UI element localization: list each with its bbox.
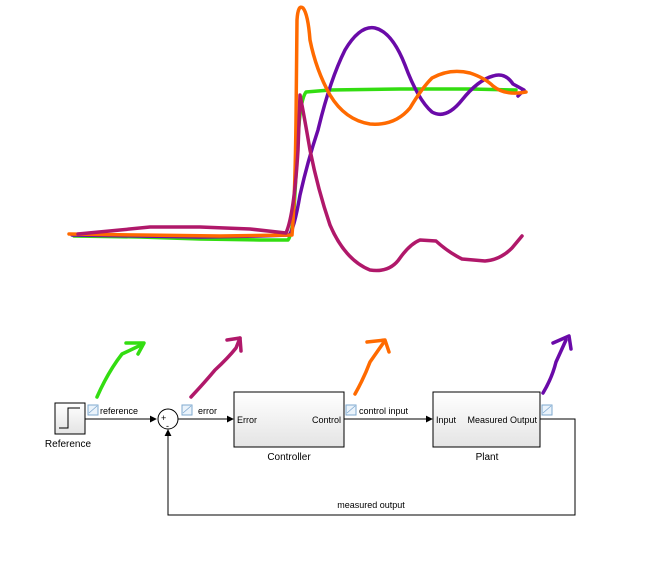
control-input-log-glyph [346,405,356,414]
measured-output-curve [70,25,526,239]
error-curve [76,93,524,273]
measured-output-signal-line[interactable] [164,418,576,516]
reference-block[interactable] [54,402,86,435]
control-input-curve [67,5,528,238]
measured-output-log-glyph [542,405,552,414]
reference-log-glyph [88,405,98,414]
measured-output-signal-label: measured output [337,500,405,510]
reference-block-label: Reference [45,439,92,450]
sum-minus-sign: - [166,421,169,431]
error-log-glyph [182,405,192,414]
plant-block-label: Plant [476,452,499,463]
controller-output-port-label: Control [312,415,341,425]
plant-output-port-label: Measured Output [467,415,537,425]
hand-drawn-signal-markers [95,334,573,399]
error-marker-arrow [189,336,243,399]
sum-plus-sign: + [161,413,166,423]
log-indicator-glyphs [88,405,552,414]
measured-output-marker-arrow [541,334,573,395]
plant-input-port-label: Input [436,415,457,425]
reference-marker-arrow [95,341,146,399]
plant-block[interactable]: Input Measured Output [432,391,541,448]
step-icon [59,407,80,429]
control-input-signal-label: control input [359,406,409,416]
controller-block-label: Controller [267,452,311,463]
reference-signal-label: reference [100,406,138,416]
controller-block[interactable]: Error Control [233,391,345,448]
hand-drawn-response-sketch [67,5,528,273]
control-input-marker-arrow [353,338,391,396]
controller-input-port-label: Error [237,415,257,425]
error-signal-label: error [198,406,217,416]
sum-block[interactable]: + - [157,408,179,431]
